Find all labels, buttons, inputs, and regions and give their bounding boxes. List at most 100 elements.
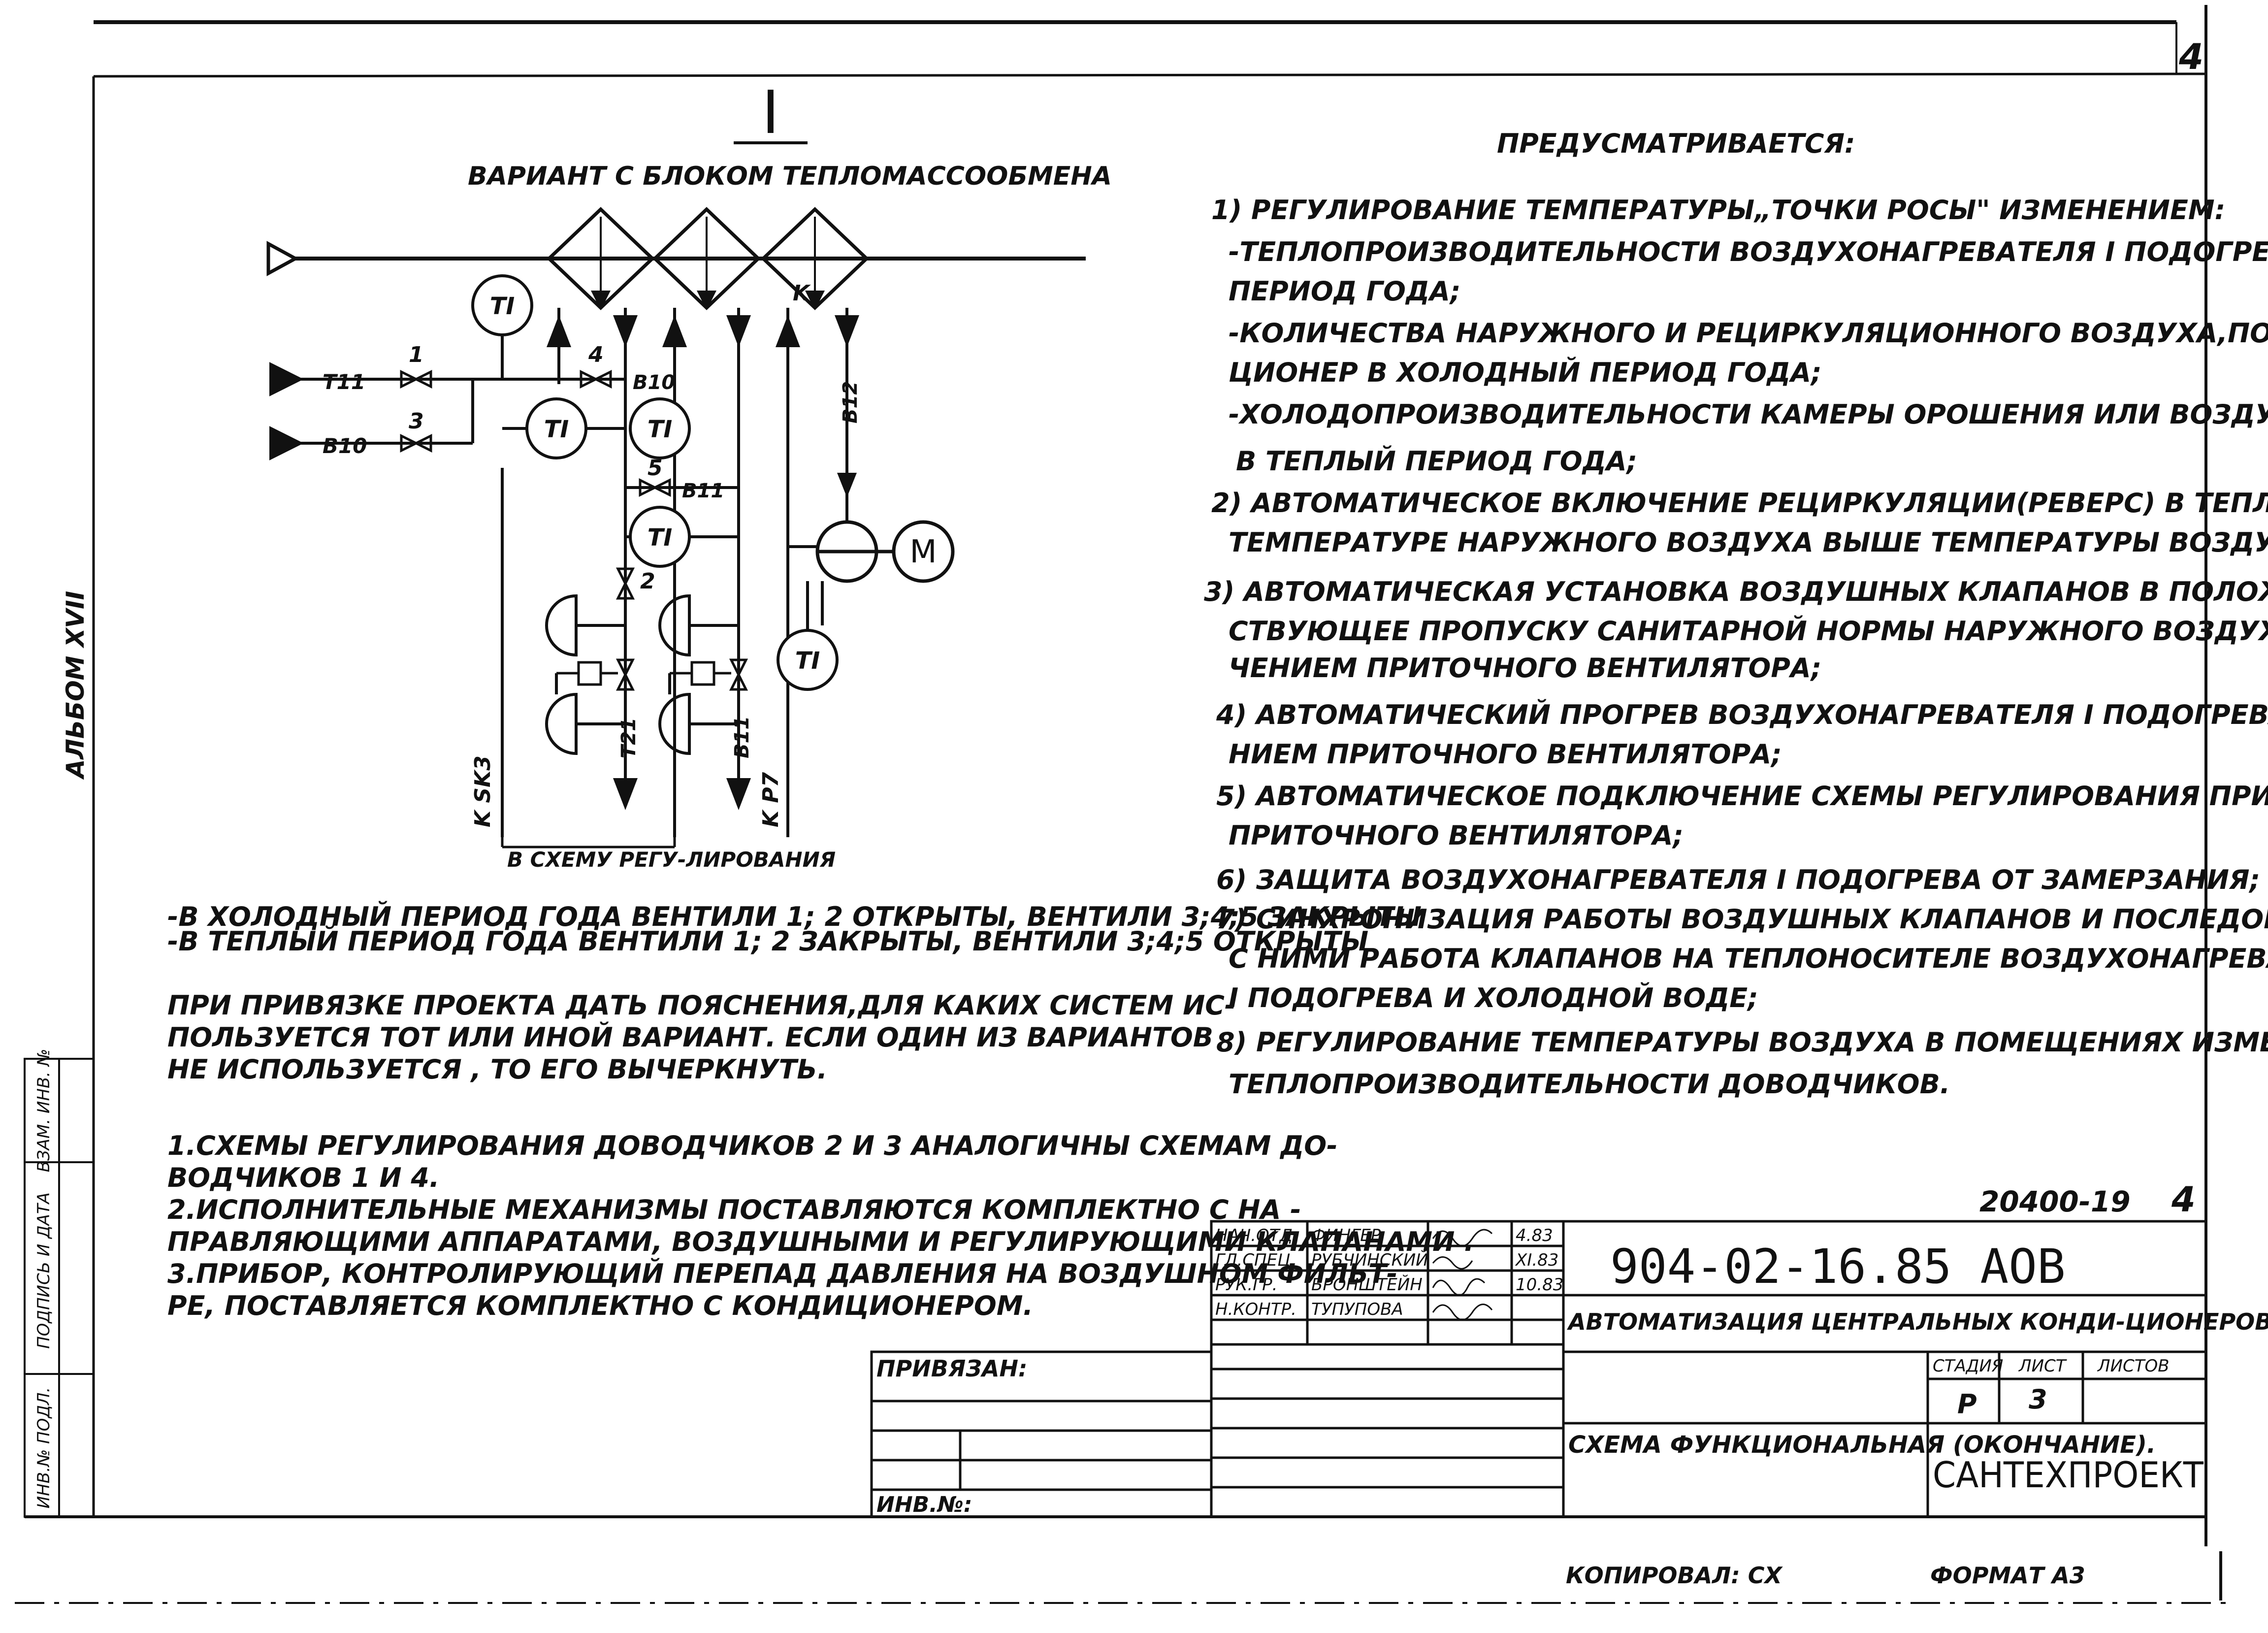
temperature-indicators [471,274,839,691]
sig-date-3: 10.83 [1516,1275,1563,1295]
signature-scribbles [1432,1229,1493,1321]
provision-line-2: -ТЕПЛОПРОИЗВОДИТЕЛЬНОСТИ ВОЗДУХОНАГРЕВАТ… [1229,236,2268,267]
k-p7-marker: K P7 [758,772,783,827]
side-stamp [24,1058,95,1518]
flow-arrows [547,315,859,810]
doc-title: АВТОМАТИЗАЦИЯ ЦЕНТРАЛЬНЫХ КОНДИ-ЦИОНЕРОВ… [1567,1308,2268,1335]
provision-line-14: НИЕМ ПРИТОЧНОГО ВЕНТИЛЯТОРА; [1229,739,1782,770]
side-stamp-signature: ПОДПИСЬ И ДАТА [34,1192,54,1349]
provision-line-3: ПЕРИОД ГОДА; [1229,276,1460,307]
provision-line-16: ПРИТОЧНОГО ВЕНТИЛЯТОРА; [1229,820,1684,851]
numbered-note-1b: ВОДЧИКОВ 1 И 4. [167,1162,439,1193]
sheet-title: СХЕМА ФУНКЦИОНАЛЬНАЯ (ОКОНЧАНИЕ). [1568,1431,2156,1459]
heat-exchanger-2 [652,207,761,310]
sheet-label: ЛИСТ [2018,1356,2067,1376]
side-album-label: АЛЬБОМ XVII [61,591,90,781]
diaphragm-actuators [545,594,739,755]
mode-warm: -В ТЕПЛЫЙ ПЕРИОД ГОДА ВЕНТИЛИ 1; 2 ЗАКРЫ… [167,926,1368,957]
valve-1 [400,369,432,389]
sig-name-4: ТУПУПОВА [1311,1300,1403,1319]
sig-name-2: РУБЧИНСКИЙ [1311,1250,1428,1270]
to-scheme-label: В СХЕМУ РЕГУ-ЛИРОВАНИЯ [507,848,836,872]
numbered-note-3a: 3.ПРИБОР, КОНТРОЛИРУЮЩИЙ ПЕРЕПАД ДАВЛЕНИ… [167,1258,1397,1289]
pipe-label-b12: B12 [839,381,862,424]
motor-label: M [909,534,937,570]
ti-label-5: TI [795,647,820,675]
sig-role-4: Н.КОНТР. [1215,1300,1296,1319]
k-sk3-marker: K SK3 [470,755,495,827]
air-duct [266,241,1086,276]
valve-number-5: 5 [648,456,663,481]
title-block-grid [870,1220,2207,1518]
format-label: ФОРМАТ А3 [1930,1562,2085,1589]
sig-role-2: ГЛ.СПЕЦ. [1215,1250,1296,1270]
heat-exchanger-1 [546,207,655,310]
pipe-label-b11: B11 [682,480,724,502]
provision-line-8: 2) АВТОМАТИЧЕСКОЕ ВКЛЮЧЕНИЕ РЕЦИРКУЛЯЦИИ… [1211,488,2268,519]
valve-4 [580,369,612,389]
ti-label-3: TI [648,416,673,443]
provision-line-1: 1) РЕГУЛИРОВАНИЕ ТЕМПЕРАТУРЫ„ТОЧКИ РОСЫ"… [1211,195,2225,226]
side-stamp-inv: ИНВ.№ ПОДЛ. [34,1387,54,1509]
numbered-note-2b: ПРАВЛЯЮЩИМИ АППАРАТАМИ, ВОЗДУШНЫМИ И РЕГ… [167,1226,1474,1257]
variant-title: ВАРИАНТ С БЛОКОМ ТЕПЛОМАССООБМЕНА [468,162,1112,191]
sheet-value: 3 [2029,1384,2047,1415]
piping [295,308,848,837]
provision-line-4: -КОЛИЧЕСТВА НАРУЖНОГО И РЕЦИРКУЛЯЦИОННОГ… [1229,318,2268,349]
pipe-label-t11: T11 [323,370,365,394]
sig-date-1: 4.83 [1516,1226,1553,1245]
valve-number-1: 1 [409,342,424,367]
provision-line-10: 3) АВТОМАТИЧЕСКАЯ УСТАНОВКА ВОЗДУШНЫХ КЛ… [1204,576,2268,607]
sig-role-1: НАЧ.ОТД. [1215,1226,1298,1245]
stage-label: СТАДИЯ [1933,1356,2003,1376]
provision-line-17: 6) ЗАЩИТА ВОЗДУХОНАГРЕВАТЕЛЯ I ПОДОГРЕВА… [1216,864,2260,895]
control-valves [556,658,748,691]
provision-line-12: ЧЕНИЕМ ПРИТОЧНОГО ВЕНТИЛЯТОРА; [1229,653,1821,684]
pipe-label-b11-return: B11 [731,716,753,758]
organization: САНТЕХПРОЕКТ [1933,1454,2204,1496]
provisions-list: 1) РЕГУЛИРОВАНИЕ ТЕМПЕРАТУРЫ„ТОЧКИ РОСЫ"… [1204,195,2268,1100]
stage-value: Р [1957,1389,1977,1420]
doc-code: 904-02-16.85 АОВ [1610,1239,2066,1294]
diagram-roman-numeral: I [762,79,779,147]
provision-line-18: 7) СИНХРОНИЗАЦИЯ РАБОТЫ ВОЗДУШНЫХ КЛАПАН… [1216,904,2268,935]
provision-line-15: 5) АВТОМАТИЧЕСКОЕ ПОДКЛЮЧЕНИЕ СХЕМЫ РЕГУ… [1216,781,2268,812]
sig-name-3: БРОНШТЕЙН [1311,1274,1423,1295]
ti-label-4: TI [648,524,673,552]
provision-line-6: -ХОЛОДОПРОИЗВОДИТЕЛЬНОСТИ КАМЕРЫ ОРОШЕНИ… [1229,399,2268,430]
valve-5 [639,478,671,497]
sheet-corner-number: 4 [2178,36,2203,77]
functional-diagram: I ВАРИАНТ С БЛОКОМ ТЕПЛОМАССООБМЕНА K [266,79,1112,872]
binding-note-3: НЕ ИСПОЛЬЗУЕТСЯ , ТО ЕГО ВЫЧЕРКНУТЬ. [167,1054,827,1085]
binding-note-1: ПРИ ПРИВЯЗКЕ ПРОЕКТА ДАТЬ ПОЯСНЕНИЯ,ДЛЯ … [167,990,1235,1021]
provision-line-11: СТВУЮЩЕЕ ПРОПУСКУ САНИТАРНОЙ НОРМЫ НАРУЖ… [1229,616,2268,647]
provision-line-9: ТЕМПЕРАТУРЕ НАРУЖНОГО ВОЗДУХА ВЫШЕ ТЕМПЕ… [1229,527,2268,558]
binding-note-2: ПОЛЬЗУЕТСЯ ТОТ ИЛИ ИНОЙ ВАРИАНТ. ЕСЛИ ОД… [167,1022,1213,1053]
provision-line-7: В ТЕПЛЫЙ ПЕРИОД ГОДА; [1236,446,1637,477]
valve-number-3: 3 [409,409,424,434]
ti-label-2: TI [544,416,569,443]
numbered-note-3b: РЕ, ПОСТАВЛЯЕТСЯ КОМПЛЕКТНО С КОНДИЦИОНЕ… [167,1290,1033,1321]
pump [815,520,955,583]
bound-label: ПРИВЯЗАН: [876,1355,1027,1382]
ref-sheet: 4 [2171,1179,2196,1220]
numbered-note-2a: 2.ИСПОЛНИТЕЛЬНЫЕ МЕХАНИЗМЫ ПОСТАВЛЯЮТСЯ … [167,1194,1301,1225]
pipe-label-b10: B10 [633,371,675,394]
provision-line-20: I ПОДОГРЕВА И ХОЛОДНОЙ ВОДЕ; [1229,982,1758,1013]
provision-line-19: С НИМИ РАБОТА КЛАПАНОВ НА ТЕПЛОНОСИТЕЛЕ … [1229,943,2268,974]
exchanger-k-marker: K [793,281,811,306]
provision-line-21: 8) РЕГУЛИРОВАНИЕ ТЕМПЕРАТУРЫ ВОЗДУХА В П… [1216,1027,2268,1058]
provision-line-13: 4) АВТОМАТИЧЕСКИЙ ПРОГРЕВ ВОЗДУХОНАГРЕВА… [1216,699,2268,730]
sig-role-3: РУК.ГР. [1215,1275,1277,1295]
copied-by: КОПИРОВАЛ: СХ [1566,1562,1783,1589]
side-stamp-replace: ВЗАМ. ИНВ. № [34,1049,54,1173]
sheets-label: ЛИСТОВ [2097,1356,2170,1376]
sig-name-1: ФИНГЕР [1311,1226,1381,1245]
ref-number: 20400-19 [1979,1185,2131,1218]
heat-exchanger-3 [760,207,870,310]
numbered-note-1a: 1.СХЕМЫ РЕГУЛИРОВАНИЯ ДОВОДЧИКОВ 2 И 3 А… [167,1130,1338,1161]
inlet-arrows [269,362,304,460]
to-scheme-bracket [501,837,676,849]
valve-number-2: 2 [640,569,655,594]
